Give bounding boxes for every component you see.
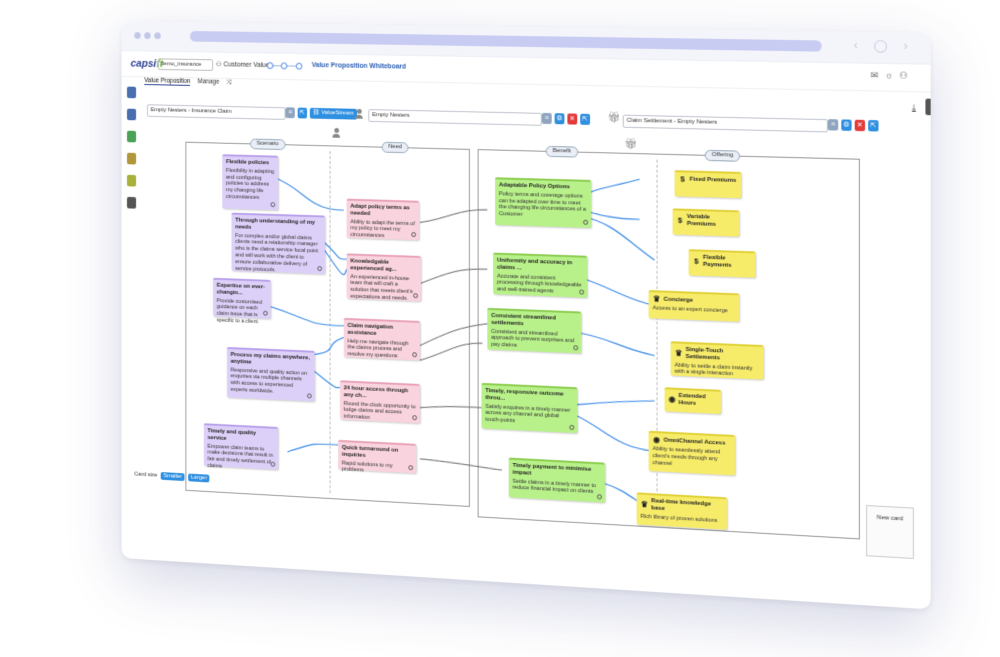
smaller-button[interactable]: Smaller (160, 472, 185, 482)
gift-icon: 🎁︎ (607, 112, 621, 124)
customer-profile-field[interactable]: Empty Nesters - Insurance Claim (147, 104, 286, 120)
dollar-icon: $ (677, 215, 683, 225)
offer-gift-icon: 🎁︎ (624, 138, 638, 151)
person-icon (355, 108, 363, 119)
progress-stepper[interactable] (266, 62, 303, 70)
scenario-column-header: Scenario (250, 138, 286, 151)
new-card-button[interactable]: New card (866, 504, 914, 560)
column-divider (329, 151, 331, 494)
shuffle-icon[interactable]: ⤨ (226, 78, 232, 86)
segment-open-button[interactable]: ⇱ (580, 113, 591, 125)
document-tool-icon[interactable] (126, 108, 137, 121)
segment-delete-button[interactable]: ✕ (567, 113, 578, 125)
offering-card[interactable]: $Variable Premiums (672, 208, 740, 237)
report-tool-icon[interactable] (126, 196, 137, 209)
topbar-actions[interactable]: ✉☼⚇ (870, 70, 914, 82)
offer-open-button[interactable]: ⇱ (868, 120, 879, 132)
profile-open-button[interactable]: ⇱ (297, 107, 308, 119)
single-touch-icon: ♛ (674, 348, 683, 358)
window-dot (144, 32, 151, 39)
offer-settings-button[interactable]: ⚙ (841, 119, 852, 131)
window-dot (154, 32, 161, 40)
offering-column-header: Offering (704, 149, 741, 162)
grid-tool-icon[interactable] (126, 174, 137, 187)
larger-button[interactable]: Larger (188, 473, 210, 483)
workspace-select[interactable]: demo_insurance (157, 58, 214, 71)
need-column-header: Need (381, 141, 409, 154)
scenario-card[interactable]: Expertise on ever-changin...Provide cust… (213, 277, 271, 325)
bulb-icon: ☼ (884, 70, 900, 81)
offer-menu-button[interactable]: ≡ (827, 119, 839, 131)
benefit-column-header: Benefit (545, 145, 578, 158)
canvas-tool-icon[interactable] (126, 86, 137, 99)
app-window: ‹ ◯ › capsift demo_insurance ⚇ Customer … (121, 21, 931, 610)
address-bar[interactable] (190, 30, 822, 52)
mail-icon: ✉ (870, 69, 885, 81)
offering-card[interactable]: ◉Extended Hours (664, 387, 721, 415)
offer-delete-button[interactable]: ✕ (854, 119, 866, 132)
left-toolbar (126, 86, 140, 220)
customer-value-link[interactable]: ⚇ Customer Value (215, 61, 270, 70)
offer-field[interactable]: Claim Settlement - Empty Nesters (622, 114, 828, 133)
need-card[interactable]: 24 hour access through any ch...Round th… (339, 380, 420, 424)
segment-settings-button[interactable]: ⚙ (554, 113, 565, 125)
profile-menu-button[interactable]: ≡ (285, 107, 295, 119)
sheet-tool-icon[interactable] (126, 130, 137, 143)
tab-manage[interactable]: Manage (197, 78, 220, 86)
benefit-card[interactable]: Uniformity and accuracy in claims ...Acc… (493, 252, 588, 298)
segment-field[interactable]: Empty Nesters (368, 109, 542, 126)
knowledge-icon: ♛ (640, 499, 648, 509)
card-size-label: Card size (134, 471, 158, 479)
notes-tool-icon[interactable] (126, 152, 137, 165)
customer-person-icon (332, 127, 340, 138)
valuestream-button[interactable]: ⛓ ValueStream (309, 107, 357, 120)
browser-nav-icons[interactable]: ‹ ◯ › (853, 37, 914, 54)
account-icon: ⚇ (899, 70, 914, 81)
collapse-panel-handle[interactable] (925, 98, 931, 116)
clock-icon: ◉ (668, 394, 676, 404)
benefit-card[interactable]: Timely, responsive outcome throu...Satis… (481, 382, 578, 434)
omnichannel-icon: ◉ (653, 434, 661, 445)
tab-bar: Value Proposition Manage ⤨ (144, 77, 237, 87)
tab-value-proposition[interactable]: Value Proposition (144, 77, 191, 86)
dollar-icon: $ (680, 174, 685, 184)
offering-card[interactable]: $Fixed Premiums (674, 170, 742, 199)
dollar-icon: $ (694, 256, 699, 266)
need-card[interactable]: Knowledgable experienced ag...An experie… (346, 253, 421, 302)
link-icon: ⛓ (312, 109, 322, 116)
offering-card[interactable]: $Flexible Payments (688, 249, 756, 278)
concierge-icon: ♛ (652, 294, 661, 304)
window-dot (134, 32, 141, 39)
segment-menu-button[interactable]: ≡ (541, 112, 552, 125)
download-icon[interactable]: ⤓ (911, 102, 917, 113)
whiteboard-title: Value Proposition Whiteboard (311, 62, 407, 71)
